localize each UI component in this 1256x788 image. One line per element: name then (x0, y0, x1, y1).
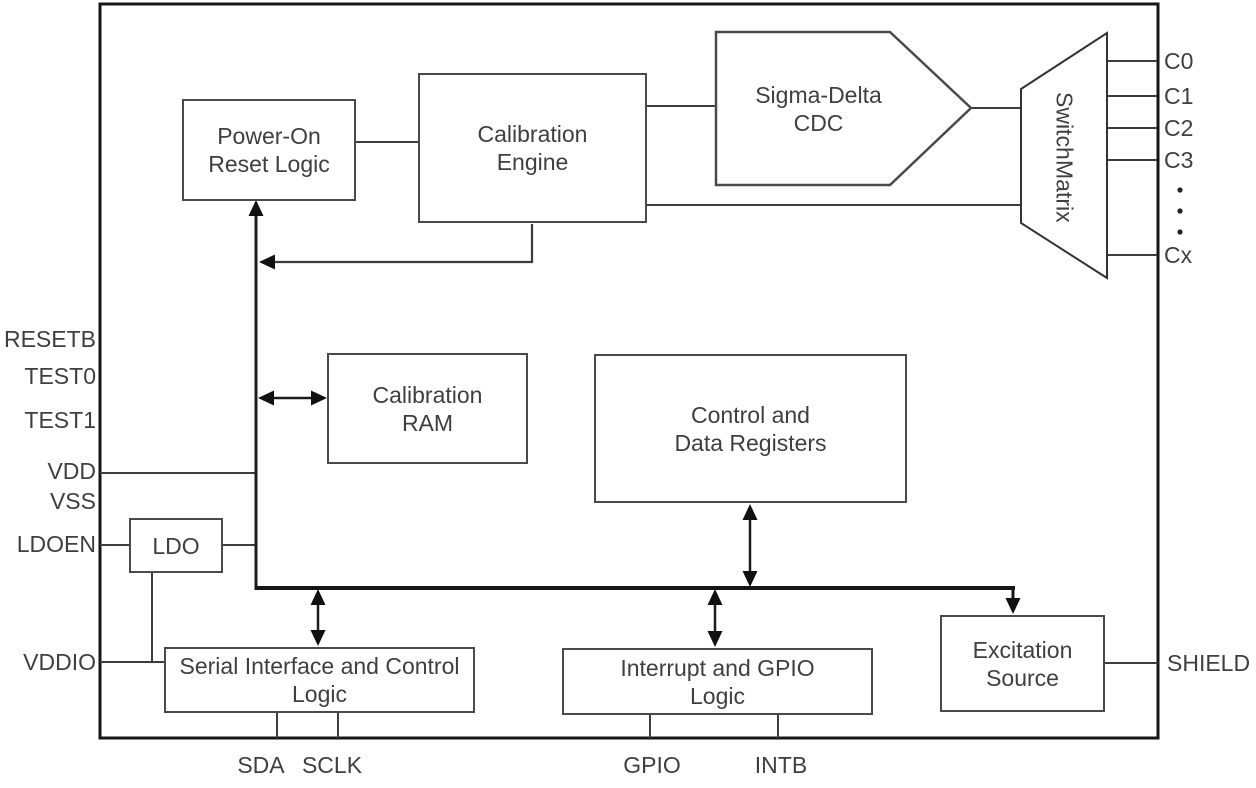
wires (100, 60, 1158, 738)
chip-boundary (98, 2, 1160, 740)
arrow-up-into-registers (742, 504, 758, 520)
pin-label-ldoen: LDOEN (16, 531, 96, 557)
block-label: Matrix (1051, 159, 1078, 223)
block-label: Logic (690, 682, 745, 709)
sigma-delta-cdc-shape (714, 30, 973, 187)
arrow-left-ram (258, 390, 274, 406)
pin-label-vddio: VDDIO (23, 649, 96, 675)
arrow-down-into-serial (310, 630, 326, 646)
pin-label-resetb: RESETB (3, 326, 96, 352)
arrow-right-into-ram (311, 390, 327, 406)
pin-label-c2: C2 (1164, 115, 1194, 141)
block-label: Source (986, 664, 1059, 691)
block-label: Power-On (217, 123, 321, 149)
pin-label-c1: C1 (1164, 83, 1194, 109)
block-label: Excitation (972, 636, 1073, 663)
pin-label-vss: VSS (49, 488, 96, 514)
ldo-block: LDO (129, 518, 223, 573)
block-label: LDO (152, 532, 200, 559)
interrupt-and-gpio-logic-block: Interrupt and GPIO Logic (562, 648, 873, 715)
arrow-down-registers (742, 571, 758, 587)
block-label: Logic (292, 681, 347, 707)
block-label: Switch (1051, 91, 1078, 160)
pin-label-sda: SDA (237, 752, 285, 778)
arrowheads (248, 200, 1021, 647)
block-label: Control and (691, 401, 810, 428)
calibration-engine-block: Calibration Engine (418, 73, 647, 223)
arrow-up-into-por (248, 200, 264, 216)
pin-label-c0: C0 (1164, 48, 1194, 74)
pin-label-c3: C3 (1164, 147, 1194, 173)
block-label: Calibration (477, 121, 588, 147)
ellipsis-dots-icon (1177, 187, 1183, 235)
pin-label-intb: INTB (754, 752, 808, 778)
pin-label-shield: SHIELD (1167, 650, 1251, 676)
block-label: Sigma-Delta (755, 81, 882, 108)
pin-label-test0: TEST0 (24, 363, 96, 389)
pin-label-test1: TEST1 (24, 407, 96, 433)
sigma-delta-cdc-label: Sigma-Delta CDC (716, 32, 921, 185)
block-label: Interrupt and GPIO (620, 654, 815, 681)
arrow-up-serial (310, 589, 326, 605)
wire-calib-engine-feedback (272, 224, 534, 264)
block-label: Reset Logic (208, 151, 330, 177)
switch-matrix-label: Switch Matrix (1026, 68, 1102, 246)
block-label: CDC (793, 109, 844, 136)
arrow-down-into-interrupt (707, 631, 723, 647)
calibration-ram-block: Calibration RAM (327, 353, 528, 464)
block-label: Data Registers (674, 429, 827, 456)
control-and-data-registers-block: Control and Data Registers (594, 354, 907, 503)
pin-label-vdd: VDD (47, 458, 96, 484)
power-on-reset-logic-block: Power-On Reset Logic (182, 99, 356, 201)
excitation-source-block: Excitation Source (940, 615, 1105, 712)
block-label: Calibration (372, 381, 483, 408)
serial-interface-and-control-logic-block: Serial Interface and Control Logic (164, 647, 475, 713)
pin-label-cx: Cx (1164, 242, 1193, 268)
block-label: Serial Interface and Control (179, 653, 460, 679)
arrow-up-interrupt (707, 589, 723, 605)
block-label: RAM (401, 409, 454, 436)
pin-label-gpio: GPIO (623, 752, 681, 778)
pin-label-sclk: SCLK (301, 752, 363, 778)
arrow-down-into-excitation (1005, 598, 1021, 614)
arrow-left-feedback (259, 254, 275, 270)
block-label: Engine (496, 149, 569, 175)
switch-matrix-shape (1020, 31, 1108, 280)
